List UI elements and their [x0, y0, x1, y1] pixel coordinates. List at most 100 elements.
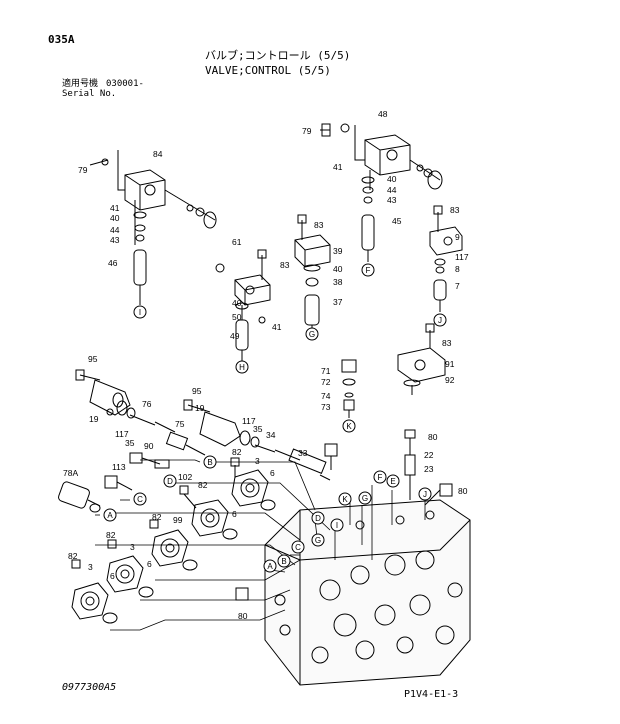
part-number-label: 83	[314, 220, 324, 230]
svg-text:J: J	[423, 490, 427, 499]
svg-text:K: K	[346, 422, 352, 431]
page-code: 035A	[48, 33, 75, 46]
svg-text:G: G	[309, 330, 315, 339]
part-number-label: 37	[333, 297, 343, 307]
callout-marker: G	[358, 491, 372, 505]
plug-assembly-71	[341, 359, 357, 418]
svg-text:F: F	[366, 266, 371, 275]
spool-assembly-33	[254, 444, 331, 481]
part-number-label: 73	[321, 402, 331, 412]
part-number-label: 82	[68, 551, 78, 561]
svg-text:A: A	[267, 562, 273, 571]
part-number-label: 83	[280, 260, 290, 270]
part-number-label: 82	[106, 530, 116, 540]
drawing-number: 0977300A5	[62, 682, 117, 693]
svg-text:B: B	[207, 458, 212, 467]
part-number-label: 113	[112, 462, 126, 472]
part-number-label: 3	[255, 456, 260, 466]
callout-marker: K	[338, 492, 352, 506]
part-number-label: 45	[392, 216, 402, 226]
part-number-label: 71	[321, 366, 331, 376]
page-title-jp: バルブ;コントロール (5/5)	[205, 49, 351, 62]
part-number-label: 95	[88, 354, 98, 364]
flange-cover-99	[149, 519, 198, 571]
part-number-label: 35	[253, 424, 263, 434]
part-number-label: 80	[458, 486, 468, 496]
callout-marker: E	[386, 474, 400, 488]
part-number-label: 80	[428, 432, 438, 442]
part-number-label: 6	[270, 468, 275, 478]
callout-marker: I	[133, 305, 147, 319]
part-number-label: 79	[78, 165, 88, 175]
part-number-label: 44	[387, 185, 397, 195]
part-number-label: 35	[125, 438, 135, 448]
fittings-right	[235, 429, 453, 601]
part-number-label: 83	[442, 338, 452, 348]
callout-marker: C	[133, 492, 147, 506]
part-number-label: 46	[108, 258, 118, 268]
valve-assembly-61	[215, 249, 271, 362]
serial-label-jp: 適用号機	[62, 79, 99, 89]
callout-marker: D	[311, 511, 325, 525]
part-number-label: 78A	[63, 468, 78, 478]
serial-value: 030001-	[106, 79, 144, 89]
part-number-label: 6	[110, 571, 115, 581]
valve-body	[264, 499, 471, 686]
part-number-label: 80	[238, 611, 248, 621]
part-number-label: 82	[198, 480, 208, 490]
actuator-78A	[58, 481, 101, 513]
part-number-label: 50	[232, 312, 242, 322]
part-number-label: 44	[110, 225, 120, 235]
callout-marker: B	[203, 455, 217, 469]
callout-marker: F	[361, 263, 375, 277]
valve-assembly-84	[89, 150, 217, 305]
callout-marker: J	[433, 313, 447, 327]
part-number-label: 49	[230, 331, 240, 341]
spool-assembly-95-left	[75, 369, 136, 419]
callout-marker: G	[305, 327, 319, 341]
flange-cover-82-mid	[106, 539, 154, 598]
part-number-label: 74	[321, 391, 331, 401]
callout-marker: A	[103, 508, 117, 522]
part-number-label: 8	[455, 264, 460, 274]
callout-marker: B	[277, 554, 291, 568]
spool-assembly-95-mid	[129, 399, 260, 456]
part-number-label: 6	[147, 559, 152, 569]
callout-marker: K	[342, 419, 356, 433]
flange-cover-102	[179, 485, 238, 540]
svg-text:F: F	[378, 473, 383, 482]
part-number-label: 48	[378, 109, 388, 119]
svg-text:I: I	[139, 308, 141, 317]
callout-marker: F	[373, 470, 387, 484]
part-number-label: 9	[455, 232, 460, 242]
valve-assembly-48	[320, 123, 443, 262]
svg-text:G: G	[315, 536, 321, 545]
part-number-label: 3	[130, 542, 135, 552]
callout-marker: G	[311, 533, 325, 547]
part-number-label: 40	[387, 174, 397, 184]
svg-text:D: D	[315, 514, 321, 523]
callout-marker: A	[263, 559, 277, 573]
callout-marker: D	[163, 474, 177, 488]
part-number-label: 75	[175, 419, 185, 429]
callout-marker: I	[330, 518, 344, 532]
svg-text:G: G	[362, 494, 368, 503]
svg-text:H: H	[239, 363, 245, 372]
part-number-label: 82	[232, 447, 242, 457]
svg-text:A: A	[107, 511, 113, 520]
part-number-label: 82	[152, 512, 162, 522]
svg-text:D: D	[167, 477, 173, 486]
flange-cover-82-low	[71, 559, 118, 624]
part-number-label: 43	[110, 235, 120, 245]
part-number-label: 23	[424, 464, 434, 474]
cap-assembly-39	[294, 214, 331, 335]
callout-marker: C	[291, 540, 305, 554]
part-number-label: 92	[445, 375, 455, 385]
part-number-label: 117	[455, 252, 469, 262]
part-number-label: 22	[424, 450, 434, 460]
callout-marker: J	[418, 487, 432, 501]
part-number-label: 7	[455, 281, 460, 291]
part-number-label: 91	[445, 359, 455, 369]
flange-cover-82-upper	[230, 457, 276, 511]
part-number-label: 117	[242, 416, 256, 426]
